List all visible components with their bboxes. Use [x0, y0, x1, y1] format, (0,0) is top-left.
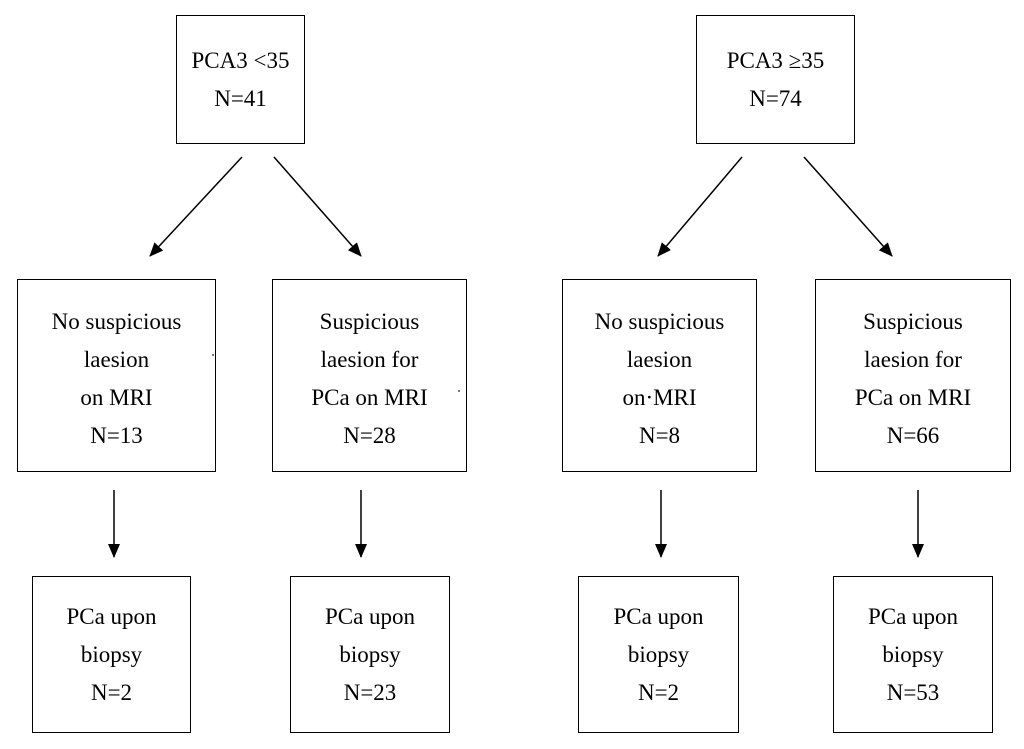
box-count: N=2 — [637, 679, 680, 705]
box-line: laesion for — [320, 346, 419, 372]
biopsy-result-box-2: PCa upon biopsy N=23 — [290, 576, 450, 733]
box-line: biopsy — [339, 641, 401, 667]
box-line: on·MRI — [622, 384, 697, 410]
pca3-below-35-box: PCA3 <35 N=41 — [176, 15, 305, 144]
box-line: laesion — [626, 346, 693, 372]
box-line: No suspicious — [594, 308, 725, 334]
box-line: biopsy — [627, 641, 690, 667]
stray-mark — [212, 354, 214, 356]
no-suspicious-lesion-box-low: No suspicious laesion on MRI N=13 — [17, 279, 216, 472]
stray-mark — [458, 390, 460, 392]
box-count: N=8 — [638, 422, 681, 448]
box-line: laesion — [83, 346, 150, 372]
arrow-right-to-suspicious — [803, 156, 893, 257]
pca3-35-or-more-label: PCA3 ≥35 — [726, 47, 825, 73]
box-line: No suspicious — [51, 308, 182, 334]
box-line: PCa on MRI — [311, 384, 428, 410]
box-line: PCa upon — [613, 603, 704, 629]
biopsy-result-box-3: PCa upon biopsy N=2 — [578, 576, 739, 733]
no-suspicious-lesion-box-high: No suspicious laesion on·MRI N=8 — [562, 279, 757, 472]
pca3-35-or-more-box: PCA3 ≥35 N=74 — [696, 15, 855, 144]
pca3-below-35-count: N=41 — [214, 85, 267, 111]
box-line: laesion for — [864, 346, 962, 372]
box-line: PCa upon — [324, 603, 416, 629]
box-count: N=28 — [343, 422, 396, 448]
biopsy-result-box-4: PCa upon biopsy N=53 — [833, 576, 993, 733]
box-count: N=2 — [90, 679, 133, 705]
pca3-35-or-more-count: N=74 — [749, 85, 802, 111]
box-line: biopsy — [882, 641, 944, 667]
box-line: Suspicious — [863, 308, 963, 334]
box-line: PCa on MRI — [854, 384, 972, 410]
box-count: N=53 — [886, 679, 940, 705]
box-count: N=23 — [343, 679, 397, 705]
box-count: N=13 — [90, 422, 143, 448]
arrow-left-to-suspicious — [273, 156, 362, 257]
box-line: on MRI — [80, 384, 153, 410]
box-line: Suspicious — [319, 308, 420, 334]
box-line: biopsy — [80, 641, 143, 667]
box-line: PCa upon — [867, 603, 959, 629]
pca3-below-35-label: PCA3 <35 — [191, 47, 290, 73]
box-count: N=66 — [886, 422, 940, 448]
arrow-right-to-no-suspicious — [657, 156, 743, 257]
suspicious-lesion-box-high: Suspicious laesion for PCa on MRI N=66 — [815, 279, 1011, 472]
biopsy-result-box-1: PCa upon biopsy N=2 — [32, 576, 191, 733]
box-line: PCa upon — [66, 603, 157, 629]
suspicious-lesion-box-low: Suspicious laesion for PCa on MRI N=28 — [272, 279, 467, 472]
arrow-left-to-no-suspicious — [149, 156, 243, 257]
